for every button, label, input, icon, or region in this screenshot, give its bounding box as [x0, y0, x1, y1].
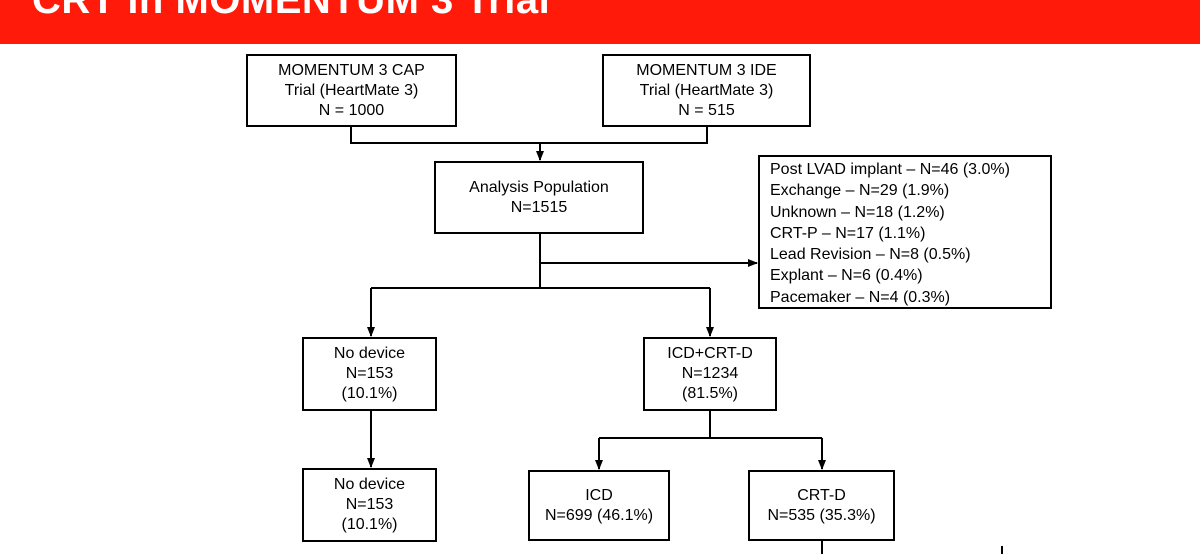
excluded-list-box: Post LVAD implant – N=46 (3.0%) Exchange… [758, 155, 1052, 309]
no-device-final-box: No device N=153 (10.1%) [302, 468, 437, 542]
excluded-item: Lead Revision – N=8 (0.5%) [770, 246, 971, 264]
crtd-box: CRT-D N=535 (35.3%) [748, 470, 895, 541]
ide-trial-box: MOMENTUM 3 IDE Trial (HeartMate 3) N = 5… [602, 54, 811, 127]
excluded-item: Exchange – N=29 (1.9%) [770, 182, 950, 200]
excluded-item: CRT-P – N=17 (1.1%) [770, 224, 926, 242]
icd-crtd-box: ICD+CRT-D N=1234 (81.5%) [643, 337, 777, 411]
excluded-item: Unknown – N=18 (1.2%) [770, 203, 945, 221]
analysis-population-box: Analysis Population N=1515 [434, 161, 644, 234]
connector-ide [540, 126, 708, 144]
no-device-box: No device N=153 (10.1%) [302, 337, 437, 411]
title-banner: CRT in MOMENTUM 3 Trial [0, 0, 1200, 44]
cap-trial-box: MOMENTUM 3 CAP Trial (HeartMate 3) N = 1… [246, 54, 457, 127]
icd-box: ICD N=699 (46.1%) [528, 470, 670, 541]
connector-cap [350, 126, 540, 144]
excluded-item: Explant – N=6 (0.4%) [770, 267, 923, 285]
excluded-item: Post LVAD implant – N=46 (3.0%) [770, 161, 1010, 178]
excluded-item: Pacemaker – N=4 (0.3%) [770, 288, 951, 306]
slide-title: CRT in MOMENTUM 3 Trial [32, 0, 551, 22]
